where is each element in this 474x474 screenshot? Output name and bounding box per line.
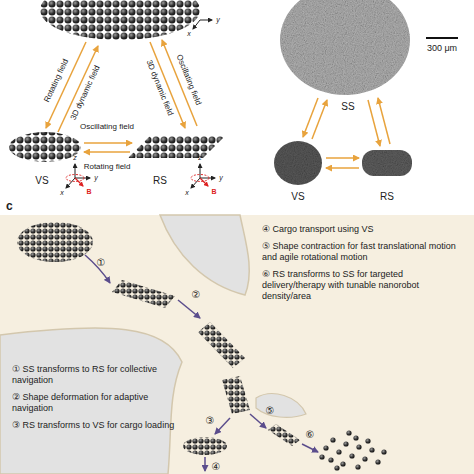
step-note: ③ RS transforms to VS for cargo loading bbox=[12, 420, 182, 431]
field-label: Rotating field bbox=[84, 163, 131, 172]
swarm-label: RS bbox=[153, 175, 167, 186]
axis-label: y bbox=[94, 174, 98, 182]
swarm-label: SS bbox=[341, 101, 354, 112]
axis-label: x bbox=[60, 189, 64, 197]
field-label: Rotating field bbox=[43, 58, 71, 104]
field-vector-label: B bbox=[86, 188, 91, 196]
step-number: ⑤ bbox=[266, 405, 275, 416]
swarm-label: RS bbox=[380, 191, 394, 202]
field-vector-label: B bbox=[211, 188, 216, 196]
field-label: 3D dynamic field bbox=[144, 59, 174, 117]
step-note: ① SS transforms to RS for collective nav… bbox=[12, 364, 182, 386]
field-label: Oscillating field bbox=[80, 123, 134, 132]
axis-label: z bbox=[198, 154, 202, 162]
step-note: ⑤ Shape contraction for fast translation… bbox=[262, 241, 467, 263]
step-number: ④ bbox=[212, 461, 221, 472]
step-number: ② bbox=[192, 289, 201, 300]
step-note: ② Shape deformation for adaptive navigat… bbox=[12, 392, 182, 414]
swarm-label: VS bbox=[35, 175, 48, 186]
axis-label: z bbox=[73, 154, 77, 162]
axis-label: y bbox=[219, 174, 223, 182]
field-label: 3D dynamic field bbox=[70, 64, 103, 121]
step-number: ① bbox=[97, 257, 106, 268]
field-label: Oscillating field bbox=[174, 53, 202, 106]
step-note: ④ Cargo transport using VS bbox=[262, 224, 467, 235]
panel-letter: c bbox=[6, 200, 13, 213]
axis-label: x bbox=[187, 30, 191, 38]
step-number: ③ bbox=[206, 415, 215, 426]
scale-bar-label: 300 μm bbox=[427, 44, 457, 54]
axis-label: x bbox=[185, 189, 189, 197]
axis-label: y bbox=[216, 16, 220, 24]
step-note: ⑥ RS transforms to SS for targeted deliv… bbox=[262, 269, 467, 301]
step-number: ⑥ bbox=[306, 429, 315, 440]
swarm-label: VS bbox=[291, 191, 304, 202]
